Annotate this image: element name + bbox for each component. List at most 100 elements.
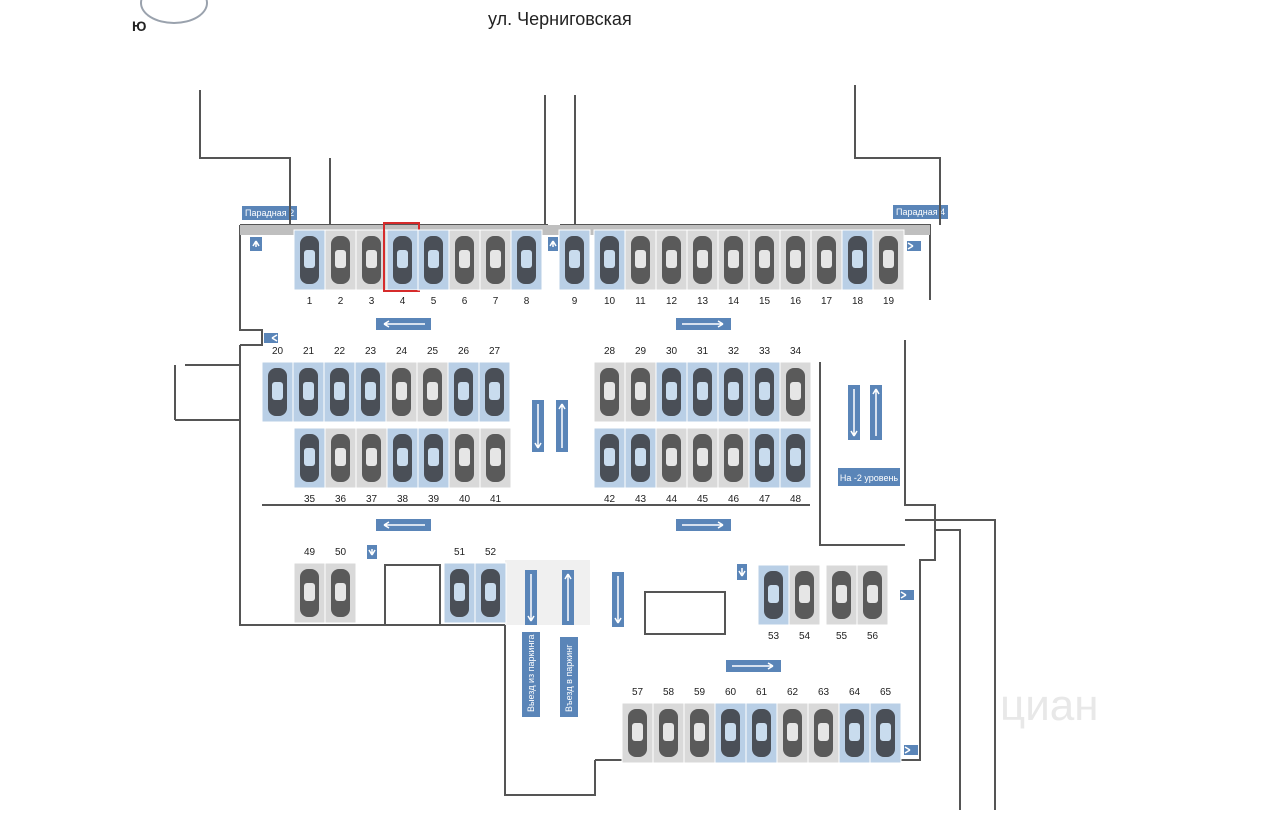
parking-spot-9[interactable]: 9 xyxy=(558,229,591,307)
spot-number: 22 xyxy=(334,346,346,357)
spot-number: 45 xyxy=(697,494,709,505)
parking-spot-27[interactable]: 27 xyxy=(478,346,511,423)
parking-spot-3[interactable]: 3 xyxy=(355,229,388,307)
parking-spot-44[interactable]: 44 xyxy=(655,427,688,505)
compass-letter: Ю xyxy=(132,18,147,34)
parking-spot-62[interactable]: 62 xyxy=(776,687,809,764)
parking-spot-34[interactable]: 34 xyxy=(779,346,812,423)
spot-number: 31 xyxy=(697,346,709,357)
parking-spot-52[interactable]: 52 xyxy=(474,547,507,624)
parking-spot-57[interactable]: 57 xyxy=(621,687,654,764)
parking-spot-12[interactable]: 12 xyxy=(655,229,688,307)
parking-spot-53[interactable]: 53 xyxy=(757,564,790,642)
parking-spot-55[interactable]: 55 xyxy=(825,564,858,642)
parking-spot-7[interactable]: 7 xyxy=(479,229,512,307)
ramp-area xyxy=(505,560,590,625)
spot-number: 16 xyxy=(790,296,802,307)
watermark: циан xyxy=(1000,681,1099,730)
parking-spot-36[interactable]: 36 xyxy=(324,427,357,505)
spot-number: 17 xyxy=(821,296,833,307)
spot-number: 11 xyxy=(635,296,646,307)
parking-spot-40[interactable]: 40 xyxy=(448,427,481,505)
spot-number: 61 xyxy=(756,687,768,698)
spot-number: 4 xyxy=(400,296,406,307)
parking-spot-16[interactable]: 16 xyxy=(779,229,812,307)
parking-spot-43[interactable]: 43 xyxy=(624,427,657,505)
parking-spot-30[interactable]: 30 xyxy=(655,346,688,423)
parking-spot-60[interactable]: 60 xyxy=(714,687,747,764)
parking-spot-15[interactable]: 15 xyxy=(748,229,781,307)
spot-number: 23 xyxy=(365,346,377,357)
spot-number: 28 xyxy=(604,346,616,357)
parking-spot-59[interactable]: 59 xyxy=(683,687,716,764)
parking-spot-13[interactable]: 13 xyxy=(686,229,719,307)
spot-number: 47 xyxy=(759,494,771,505)
parking-spot-8[interactable]: 8 xyxy=(510,229,543,307)
parking-spot-4[interactable]: 4 xyxy=(383,222,420,307)
parking-spot-64[interactable]: 64 xyxy=(838,687,871,764)
parking-spot-39[interactable]: 39 xyxy=(417,427,450,505)
parking-spot-32[interactable]: 32 xyxy=(717,346,750,423)
entrance-2-label[interactable]: Парадная 2 xyxy=(242,206,298,220)
parking-spot-56[interactable]: 56 xyxy=(856,564,889,642)
spot-number: 54 xyxy=(799,631,811,642)
spot-number: 8 xyxy=(524,296,530,307)
spot-number: 9 xyxy=(572,296,578,307)
spot-number: 15 xyxy=(759,296,771,307)
parking-spot-48[interactable]: 48 xyxy=(779,427,812,505)
parking-spot-50[interactable]: 50 xyxy=(324,547,357,624)
parking-spot-37[interactable]: 37 xyxy=(355,427,388,505)
parking-spot-5[interactable]: 5 xyxy=(417,229,450,307)
parking-spot-11[interactable]: 11 xyxy=(624,229,657,307)
spot-number: 35 xyxy=(304,494,316,505)
parking-spot-1[interactable]: 1 xyxy=(293,229,326,307)
parking-spot-14[interactable]: 14 xyxy=(717,229,750,307)
parking-spot-35[interactable]: 35 xyxy=(293,427,326,505)
parking-spot-29[interactable]: 29 xyxy=(624,346,657,423)
parking-spot-28[interactable]: 28 xyxy=(593,346,626,423)
spot-number: 26 xyxy=(458,346,470,357)
parking-spot-24[interactable]: 24 xyxy=(385,346,418,423)
parking-spot-18[interactable]: 18 xyxy=(841,229,874,307)
parking-spot-31[interactable]: 31 xyxy=(686,346,719,423)
spot-number: 34 xyxy=(790,346,802,357)
parking-spot-42[interactable]: 42 xyxy=(593,427,626,505)
parking-spot-61[interactable]: 61 xyxy=(745,687,778,764)
parking-spot-17[interactable]: 17 xyxy=(810,229,843,307)
parking-spot-22[interactable]: 22 xyxy=(323,346,356,423)
parking-spot-33[interactable]: 33 xyxy=(748,346,781,423)
parking-spot-65[interactable]: 65 xyxy=(869,687,902,764)
entrance-4-label[interactable]: Парадная 4 xyxy=(893,205,949,219)
parking-spot-23[interactable]: 23 xyxy=(354,346,387,423)
spot-number: 18 xyxy=(852,296,864,307)
parking-spot-25[interactable]: 25 xyxy=(416,346,449,423)
spot-number: 55 xyxy=(836,631,848,642)
parking-spot-47[interactable]: 47 xyxy=(748,427,781,505)
parking-spot-49[interactable]: 49 xyxy=(293,547,326,624)
parking-spot-21[interactable]: 21 xyxy=(292,346,325,423)
parking-spot-51[interactable]: 51 xyxy=(443,547,476,624)
spot-number: 24 xyxy=(396,346,408,357)
spot-number: 1 xyxy=(307,296,313,307)
parking-spot-26[interactable]: 26 xyxy=(447,346,480,423)
parking-spot-2[interactable]: 2 xyxy=(324,229,357,307)
parking-spot-19[interactable]: 19 xyxy=(872,229,905,307)
parking-spot-58[interactable]: 58 xyxy=(652,687,685,764)
spot-number: 19 xyxy=(883,296,895,307)
spot-number: 12 xyxy=(666,296,678,307)
parking-spot-63[interactable]: 63 xyxy=(807,687,840,764)
parking-spot-10[interactable]: 10 xyxy=(593,229,626,307)
spot-number: 64 xyxy=(849,687,861,698)
spot-number: 53 xyxy=(768,631,780,642)
parking-spot-38[interactable]: 38 xyxy=(386,427,419,505)
parking-spot-54[interactable]: 54 xyxy=(788,564,821,642)
parking-spot-20[interactable]: 20 xyxy=(261,346,294,423)
parking-spot-45[interactable]: 45 xyxy=(686,427,719,505)
parking-spot-6[interactable]: 6 xyxy=(448,229,481,307)
parking-spot-46[interactable]: 46 xyxy=(717,427,750,505)
spot-number: 42 xyxy=(604,494,616,505)
spot-number: 43 xyxy=(635,494,647,505)
parking-spot-41[interactable]: 41 xyxy=(479,427,512,505)
spot-number: 51 xyxy=(454,547,466,558)
driveway-arrows xyxy=(250,237,921,755)
